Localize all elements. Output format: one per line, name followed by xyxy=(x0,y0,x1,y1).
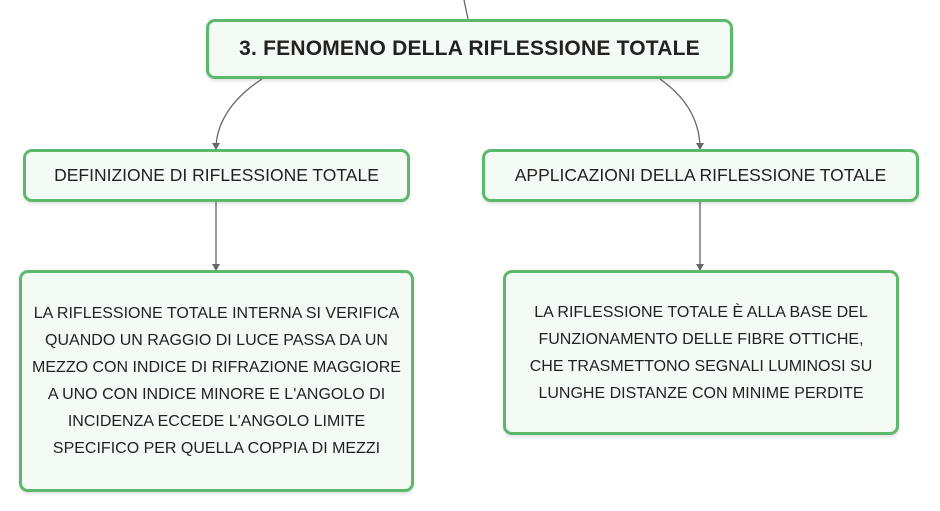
arrow-head-applications xyxy=(696,143,704,150)
definition-node-label: DEFINIZIONE DI RIFLESSIONE TOTALE xyxy=(54,165,379,185)
applications-detail-text: LA RIFLESSIONE TOTALE È ALLA BASE DEL FU… xyxy=(529,303,873,402)
definition-detail-text: LA RIFLESSIONE TOTALE INTERNA SI VERIFIC… xyxy=(32,305,401,457)
applications-node-label: APPLICAZIONI DELLA RIFLESSIONE TOTALE xyxy=(514,165,887,185)
arrow-head-applications-detail xyxy=(696,264,704,271)
connector-root-to-definition xyxy=(215,78,263,150)
definition-detail-node[interactable]: LA RIFLESSIONE TOTALE INTERNA SI VERIFIC… xyxy=(19,270,414,492)
applications-node[interactable]: APPLICAZIONI DELLA RIFLESSIONE TOTALE xyxy=(482,149,919,202)
connector-parent-to-root xyxy=(463,0,469,20)
definition-node[interactable]: DEFINIZIONE DI RIFLESSIONE TOTALE xyxy=(23,149,410,202)
root-node[interactable]: 3. FENOMENO DELLA RIFLESSIONE TOTALE xyxy=(206,19,733,79)
root-node-label: 3. FENOMENO DELLA RIFLESSIONE TOTALE xyxy=(239,37,700,60)
connector-root-to-applications xyxy=(659,78,701,150)
arrow-head-definition xyxy=(212,143,220,150)
arrow-head-definition-detail xyxy=(212,264,220,271)
applications-detail-node[interactable]: LA RIFLESSIONE TOTALE È ALLA BASE DEL FU… xyxy=(503,270,899,435)
